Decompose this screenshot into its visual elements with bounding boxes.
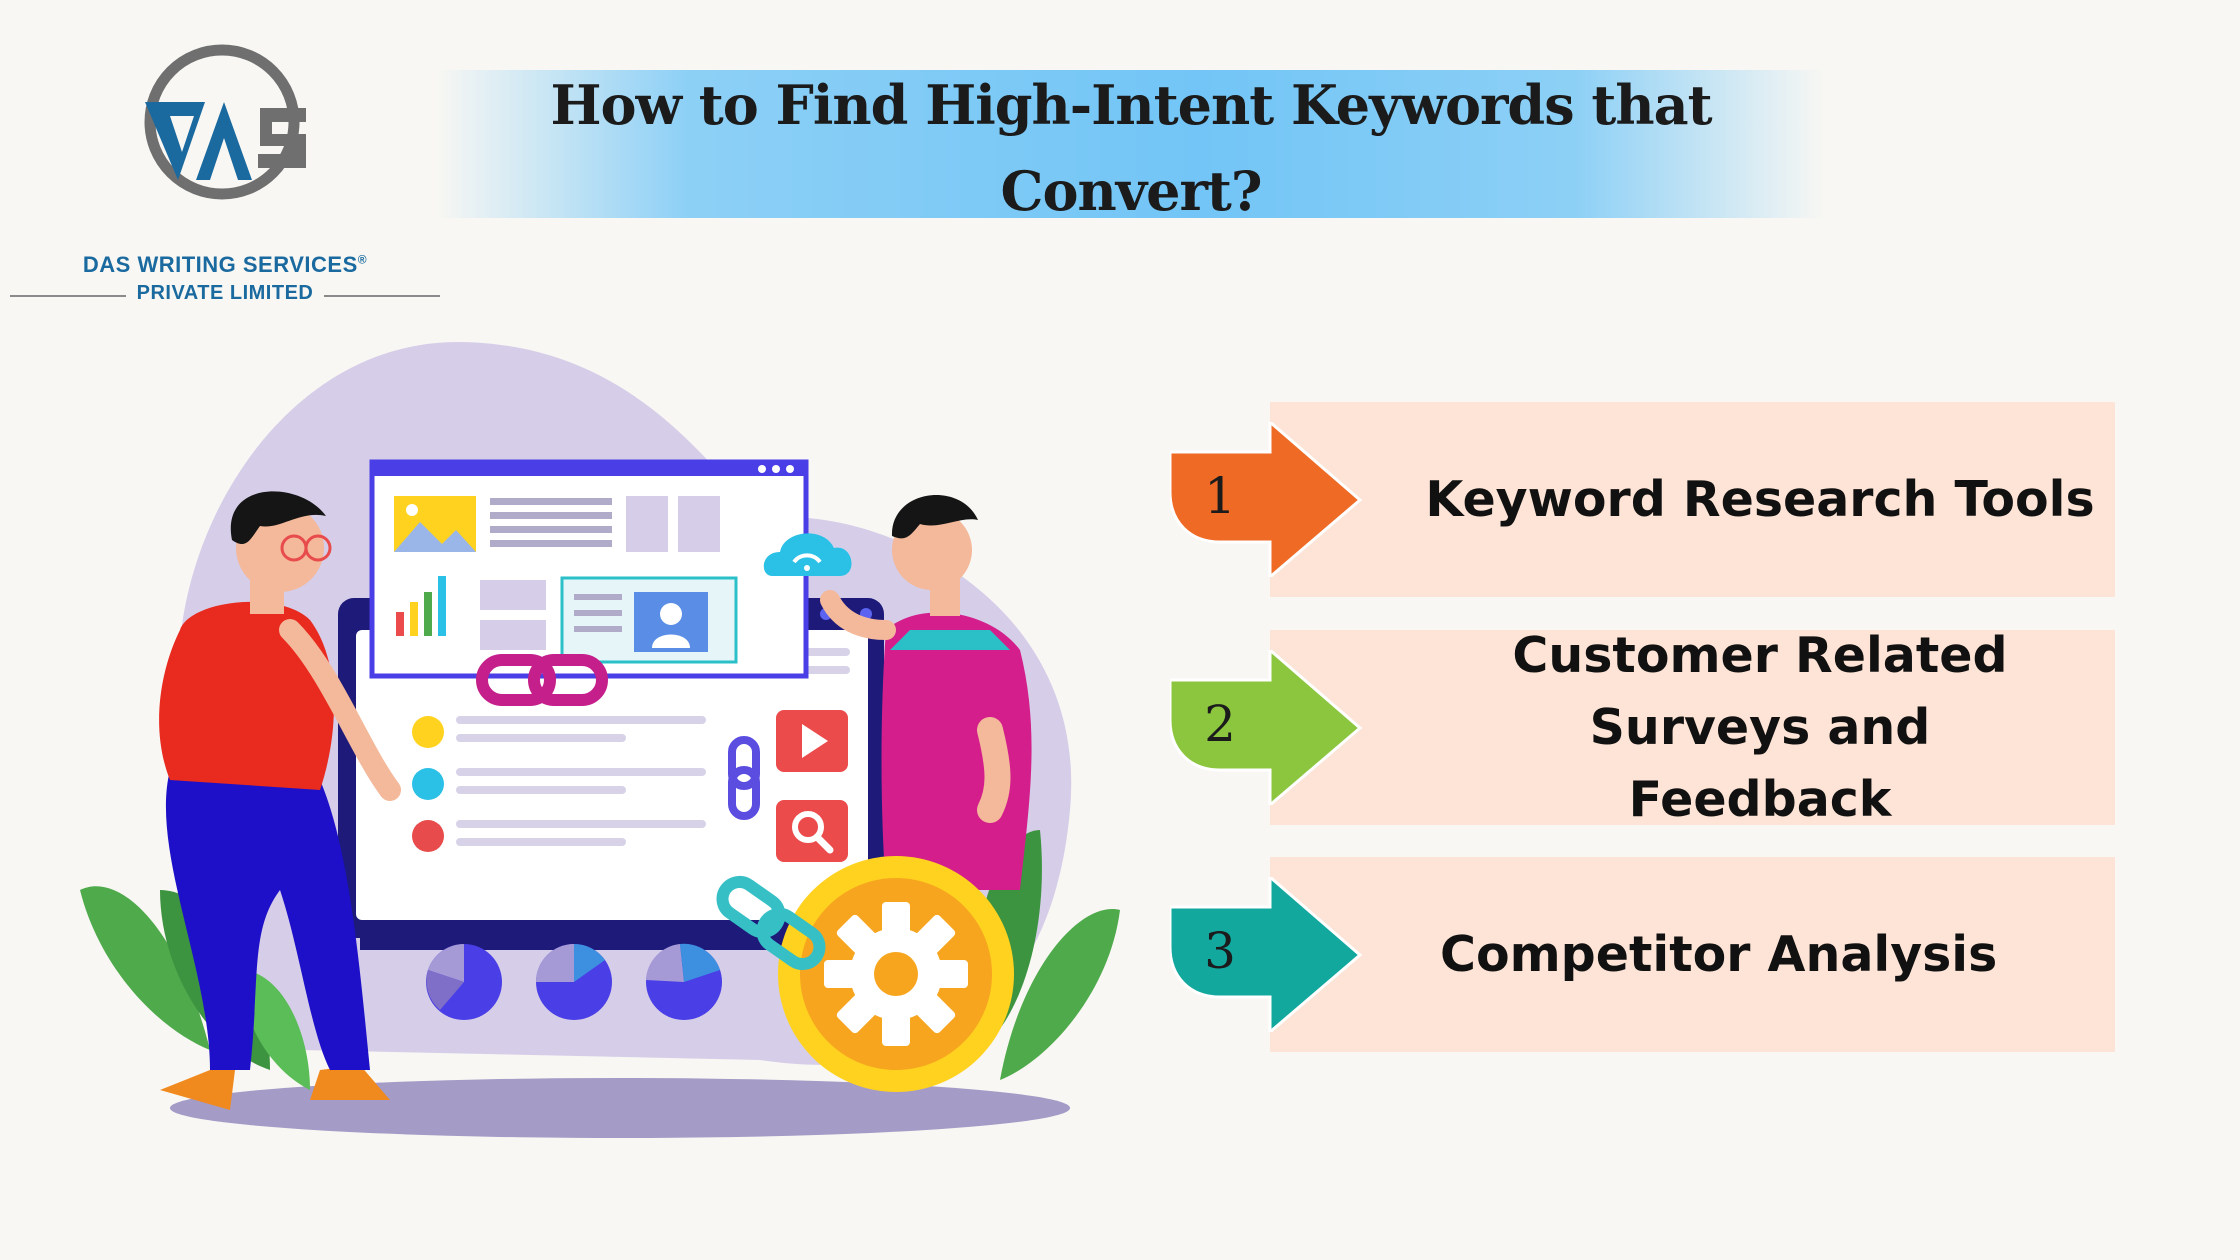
brand-name-line1: DAS WRITING SERVICES® xyxy=(82,252,368,277)
title-band xyxy=(436,70,1826,218)
arrow-right-icon xyxy=(1170,422,1363,577)
link-chain-icon xyxy=(716,875,826,971)
seo-illustration xyxy=(80,341,1120,1138)
pie-chart-icon xyxy=(360,938,840,1020)
step-label-text: Customer Related Surveys and Feedback xyxy=(1512,626,2008,828)
page-title: How to Find High-Intent Keywords that Co… xyxy=(436,62,1826,234)
brand-logo: DAS WRITING SERVICES® PRIVATE LIMITED xyxy=(10,30,440,304)
bar-chart-icon xyxy=(396,576,446,636)
arrow-right-icon xyxy=(1170,877,1363,1032)
step-2: 2 Customer Related Surveys and Feedback xyxy=(1170,627,2115,828)
step-1: 1 Keyword Research Tools xyxy=(1170,402,2115,597)
step-panel xyxy=(1270,630,2115,825)
brand-name-line2: PRIVATE LIMITED xyxy=(136,282,314,304)
step-number: 2 xyxy=(1204,695,1236,753)
wifi-cloud-icon xyxy=(763,533,852,576)
step-panel xyxy=(1270,402,2115,597)
page-title-line2: Convert? xyxy=(1000,159,1262,223)
search-icon xyxy=(776,800,848,862)
page-title-line1: How to Find High-Intent Keywords that xyxy=(550,73,1712,137)
step-label: Customer Related Surveys and Feedback xyxy=(1410,627,2110,828)
monitor-screen xyxy=(338,598,884,938)
das-logo-mark xyxy=(144,44,306,200)
user-profile-icon xyxy=(560,576,738,664)
step-label: Keyword Research Tools xyxy=(1425,470,2095,528)
step-number: 3 xyxy=(1204,922,1236,980)
step-panel xyxy=(1270,857,2115,1052)
step-3: 3 Competitor Analysis xyxy=(1170,857,2115,1052)
ground-shadow xyxy=(170,1078,1070,1138)
arrow-right-icon xyxy=(1170,650,1363,805)
person-left xyxy=(159,491,401,1110)
step-label: Competitor Analysis xyxy=(1440,925,1998,983)
link-chain-icon xyxy=(476,654,608,706)
brand-rule-right xyxy=(324,295,440,297)
step-number: 1 xyxy=(1204,467,1236,525)
gear-icon xyxy=(778,856,1014,1092)
brand-rule-left xyxy=(10,295,126,297)
link-chain-icon xyxy=(728,736,760,820)
browser-window-icon xyxy=(369,459,809,679)
